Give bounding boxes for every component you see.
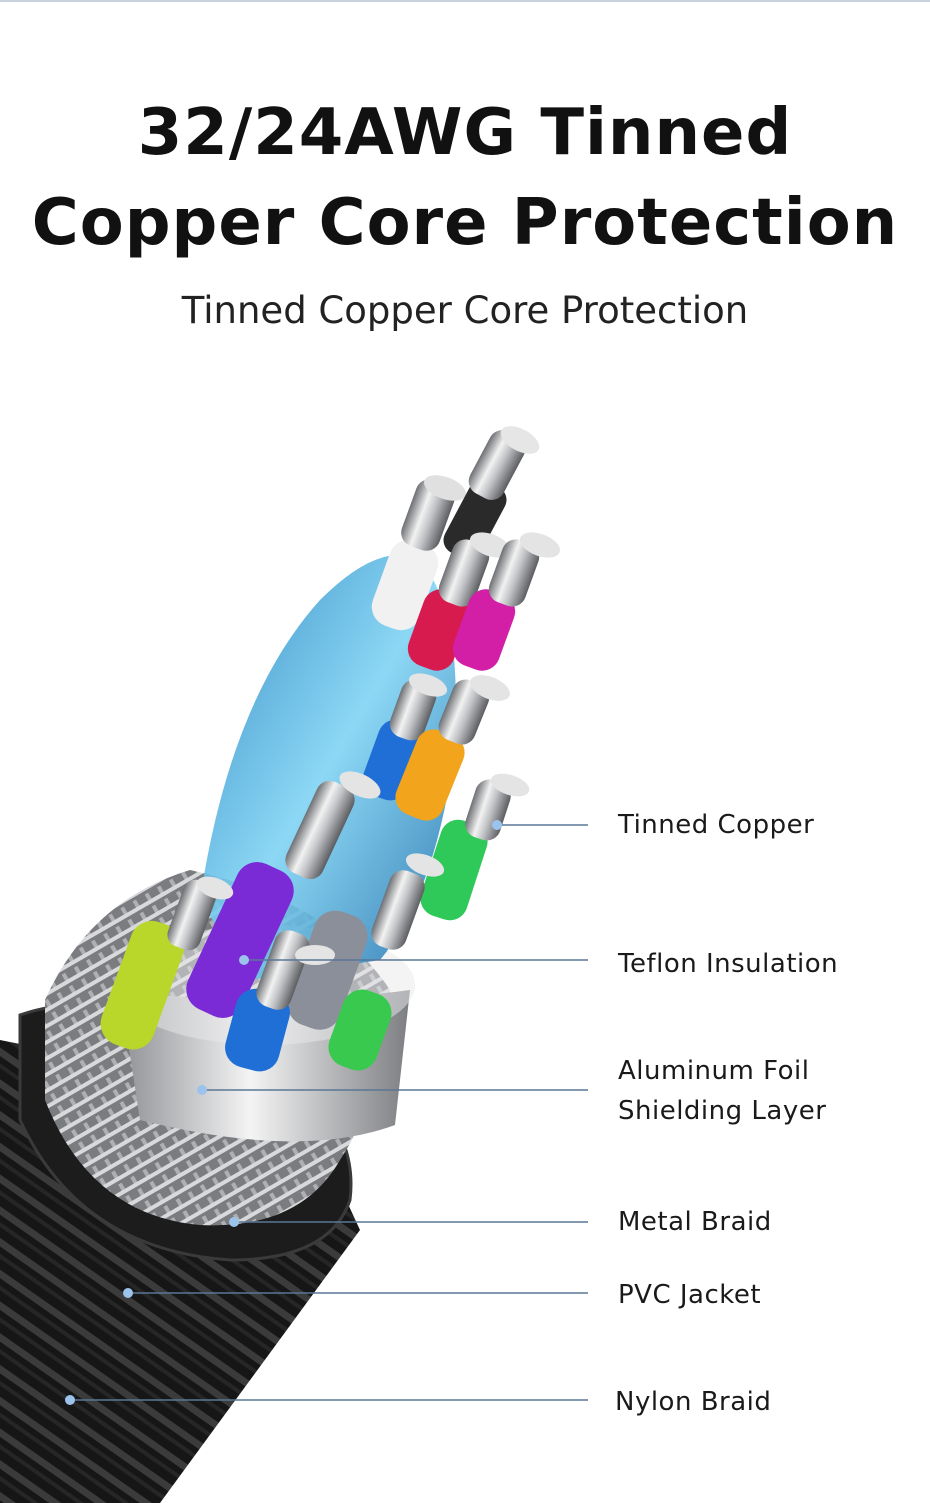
wire-light-green — [328, 989, 392, 1071]
leader-dot — [229, 1217, 239, 1227]
leader-dot — [197, 1085, 207, 1095]
label-pvc-jacket: PVC Jacket — [618, 1280, 762, 1310]
wire-magenta — [452, 532, 561, 671]
label-aluminum-foil-shielding: Aluminum Foil Shielding Layer — [618, 1056, 827, 1126]
label-metal-braid: Metal Braid — [618, 1207, 772, 1237]
top-rule — [0, 0, 930, 2]
label-teflon-insulation: Teflon Insulation — [618, 949, 839, 979]
leader-tinned-copper — [492, 820, 588, 830]
leader-aluminum-foil — [197, 1085, 588, 1095]
wire-yellow-green — [100, 876, 234, 1050]
title-line-1: 32/24AWG Tinned — [137, 96, 793, 170]
wire-gray — [287, 853, 445, 1030]
label-nylon-braid: Nylon Braid — [615, 1387, 772, 1417]
leader-metal-braid — [229, 1217, 588, 1227]
page-subtitle: Tinned Copper Core Protection — [181, 289, 749, 332]
leader-dot — [123, 1288, 133, 1298]
leader-dot — [239, 955, 249, 965]
leader-dot — [492, 820, 502, 830]
page-title: 32/24AWG Tinned Copper Core Protection — [0, 88, 930, 268]
title-line-2: Copper Core Protection — [31, 186, 899, 260]
leader-nylon-braid — [65, 1395, 588, 1405]
wire-black — [443, 426, 540, 560]
wire-purple — [186, 771, 381, 1018]
leader-dot — [65, 1395, 75, 1405]
wire-orange — [395, 675, 510, 821]
leader-teflon-insulation — [239, 955, 588, 965]
label-tinned-copper: Tinned Copper — [618, 810, 815, 840]
leader-pvc-jacket — [123, 1288, 588, 1298]
